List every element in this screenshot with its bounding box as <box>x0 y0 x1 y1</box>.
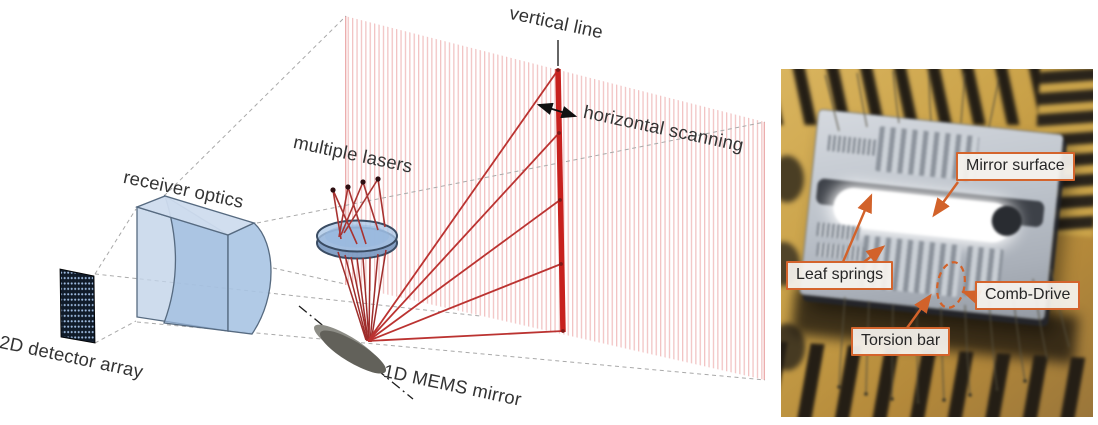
label-comb-drive: Comb-Drive <box>975 281 1081 310</box>
laser-rays <box>332 178 386 245</box>
horizontal-scan-arrow <box>536 102 578 119</box>
detector-array <box>59 268 96 344</box>
fan-hit-points <box>556 68 565 333</box>
lidar-schematic <box>59 15 766 400</box>
photo-annotations <box>841 181 982 329</box>
label-torsion-bar: Torsion bar <box>851 327 951 356</box>
comb-drive-ellipse <box>936 261 966 309</box>
beam-bundle <box>337 249 387 343</box>
scan-fan <box>367 69 564 342</box>
leaf-springs-arrow-2 <box>863 245 886 264</box>
receiver-lens <box>135 194 272 335</box>
comb-drive-arrow <box>961 290 982 305</box>
mems-chip-photo: Mirror surface Leaf springs Comb-Drive T… <box>781 69 1093 417</box>
laser-diodes <box>330 176 381 193</box>
label-mirror-surface: Mirror surface <box>956 152 1075 181</box>
label-leaf-springs: Leaf springs <box>786 261 894 290</box>
mirror-axis-line <box>298 305 414 400</box>
torsion-bar-arrow <box>906 293 932 329</box>
leaf-springs-arrow-1 <box>841 193 873 263</box>
photo-background <box>781 69 1093 417</box>
mirror-surface-arrow <box>932 181 959 218</box>
mems-mirror <box>314 324 387 374</box>
